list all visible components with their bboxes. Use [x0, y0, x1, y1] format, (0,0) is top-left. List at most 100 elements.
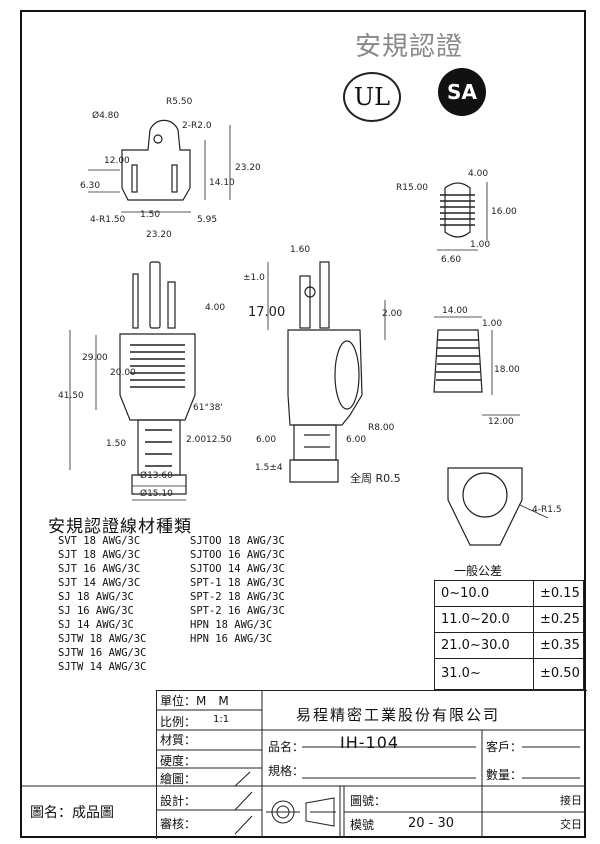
cable-type-item: SJTOO 18 AWG/3C [190, 535, 285, 547]
dim-pin-400: 4.00 [468, 169, 488, 179]
model-no-label: 模號 [350, 818, 375, 832]
delivery-date-label: 交日 [560, 818, 582, 831]
drawing-name: 圖名：成品圖 [30, 805, 114, 821]
dim-side-600b: 6.00 [346, 435, 366, 445]
dim-1400: 14.00 [442, 306, 468, 316]
cable-type-item: SJT 14 AWG/3C [58, 577, 141, 589]
dim-4150: 41.50 [58, 391, 84, 401]
pin-detail [437, 182, 488, 251]
hardness-label: 硬度： [160, 754, 197, 768]
csa-logo: SA [438, 68, 486, 116]
dim-15pm4: 1.5±4 [255, 463, 283, 473]
dim-taper-1200: 12.00 [488, 417, 514, 427]
dim-2000: 20.00 [110, 368, 136, 378]
dim-all-round-r05: 全周 R0.5 [350, 471, 401, 485]
tolerance-row: 21.0~30.0 ±0.35 [435, 633, 583, 659]
tolerance-range: 21.0~30.0 [435, 633, 534, 658]
dim-r1500: R15.00 [396, 183, 428, 193]
cable-type-item: SJTW 18 AWG/3C [58, 633, 147, 645]
csa-logo-text: SA [447, 80, 477, 104]
dim-2320-vertical: 23.20 [235, 163, 261, 173]
dim-taper-100: 1.00 [482, 319, 502, 329]
dim-angle: 61°38' [193, 403, 223, 413]
cable-type-item: SJ 18 AWG/3C [58, 591, 134, 603]
dim-d1510: Ø15.10 [140, 488, 173, 499]
tolerance-title: 一般公差 [454, 564, 503, 578]
cable-type-item: SJ 14 AWG/3C [58, 619, 134, 631]
dim-side-600a: 6.00 [256, 435, 276, 445]
dim-1800: 18.00 [494, 365, 520, 375]
tolerance-value: ±0.50 [540, 666, 580, 681]
dim-1250: 12.50 [206, 435, 232, 445]
scale-label: 比例： [160, 715, 197, 729]
dim-400: 4.00 [205, 303, 225, 313]
spec-label: 規格： [268, 764, 305, 778]
cable-type-item: SPT-2 18 AWG/3C [190, 591, 285, 603]
cable-types-title: 安規認證線材種類 [48, 517, 192, 537]
cable-type-item: SJ 16 AWG/3C [58, 605, 134, 617]
dim-595: 5.95 [197, 215, 217, 225]
unit-label: 單位：M M [160, 694, 229, 708]
order-date-label: 接日 [560, 794, 582, 807]
tolerance-table: 0~10.0 ±0.15 11.0~20.0 ±0.25 21.0~30.0 ±0.35 3… [434, 580, 584, 690]
cable-type-item: SVT 18 AWG/3C [58, 535, 141, 547]
customer-label: 客戶： [486, 740, 523, 754]
dim-1200: 12.00 [104, 156, 130, 166]
plug-top-view [88, 119, 231, 213]
dim-160: 1.60 [290, 245, 310, 255]
tolerance-value: ±0.35 [540, 638, 580, 653]
dim-pin-100: 1.00 [470, 240, 490, 250]
cable-type-item: HPN 18 AWG/3C [190, 619, 273, 631]
tolerance-value: ±0.15 [540, 586, 580, 601]
dim-4r15: 4-R1.5 [532, 505, 562, 515]
taper-view [433, 316, 520, 416]
product-name: IH-104 [340, 733, 400, 752]
cable-types-column-1: SVT 18 AWG/3C SJT 18 AWG/3C SJT 16 AWG/3C S… [58, 534, 147, 674]
ul-logo: UL [343, 72, 401, 122]
dim-r800: R8.00 [368, 423, 395, 433]
drawing-frame [20, 10, 586, 838]
ul-logo-text: UL [353, 83, 391, 111]
dim-front-200: 2.00 [186, 435, 206, 445]
drawing-no-label: 圖號： [350, 794, 387, 808]
cable-type-item: SJT 16 AWG/3C [58, 563, 141, 575]
dim-1410: 14.10 [209, 178, 235, 188]
certification-title: 安規認證 [355, 32, 464, 62]
scale-value: 1:1 [213, 714, 230, 725]
dim-1700: 17.00 [248, 305, 285, 320]
dim-630: 6.30 [80, 181, 100, 191]
dim-2320: 23.20 [146, 230, 172, 240]
plug-side-view [267, 261, 386, 483]
tolerance-row: 11.0~20.0 ±0.25 [435, 607, 583, 633]
product-name-label: 品名： [268, 740, 305, 754]
dim-side-200: 2.00 [382, 309, 402, 319]
design-label: 設計： [160, 794, 197, 808]
tolerance-value: ±0.25 [540, 612, 580, 627]
plug-front-view [69, 261, 196, 501]
dim-2900: 29.00 [82, 353, 108, 363]
tolerance-row: 31.0~ ±0.50 [435, 659, 583, 689]
dim-150: 1.50 [140, 210, 160, 220]
cable-type-item: SPT-1 18 AWG/3C [190, 577, 285, 589]
dim-front-150: 1.50 [106, 439, 126, 449]
company-name: 易程精密工業股份有限公司 [296, 706, 501, 724]
dim-d1360: Ø13.60 [140, 470, 173, 481]
tolerance-range: 31.0~ [435, 659, 534, 689]
cable-type-item: SJTW 14 AWG/3C [58, 661, 147, 673]
drawn-label: 繪圖： [160, 772, 197, 786]
tolerance-range: 0~10.0 [435, 581, 534, 606]
cable-type-item: SJTOO 16 AWG/3C [190, 549, 285, 561]
cable-type-item: SPT-2 16 AWG/3C [190, 605, 285, 617]
material-label: 材質： [160, 733, 197, 747]
cable-type-item: SJT 18 AWG/3C [58, 549, 141, 561]
dim-4r150: 4-R1.50 [90, 215, 126, 225]
dim-pm10: ±1.0 [243, 273, 265, 283]
tolerance-row: 0~10.0 ±0.15 [435, 581, 583, 607]
bottom-face-view [447, 467, 549, 546]
quantity-label: 數量： [486, 768, 523, 782]
tolerance-range: 11.0~20.0 [435, 607, 534, 632]
cable-type-item: HPN 16 AWG/3C [190, 633, 273, 645]
